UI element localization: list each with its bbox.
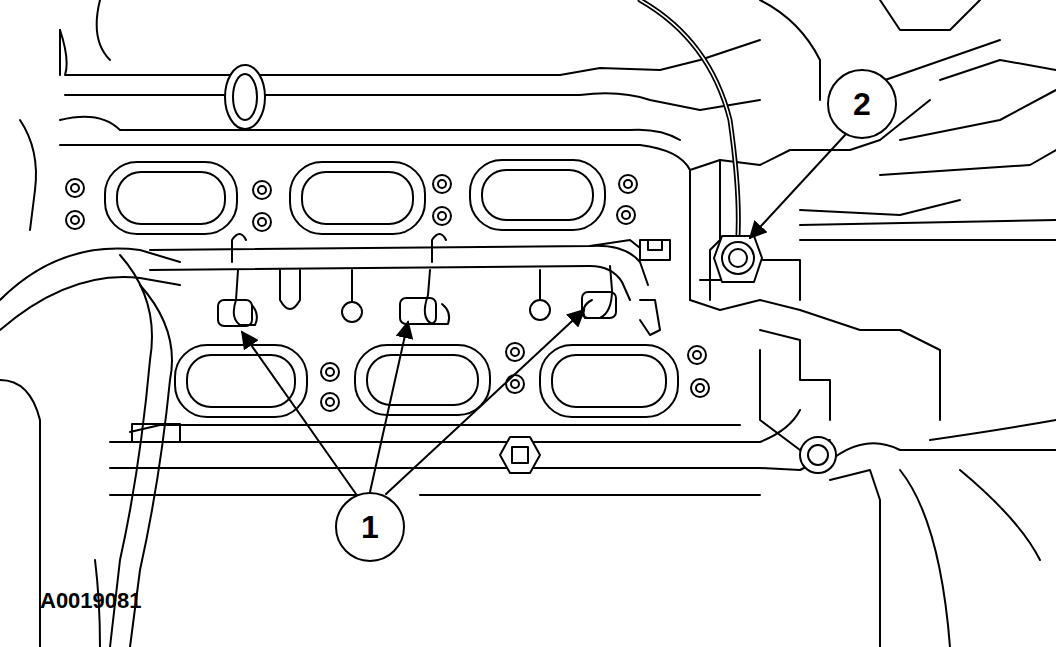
callout-circle: 1: [335, 492, 405, 562]
callout-number: 2: [853, 88, 871, 120]
figure-id: A0019081: [40, 588, 142, 614]
callout-circle: 2: [827, 69, 897, 139]
callout-number: 1: [361, 511, 379, 543]
